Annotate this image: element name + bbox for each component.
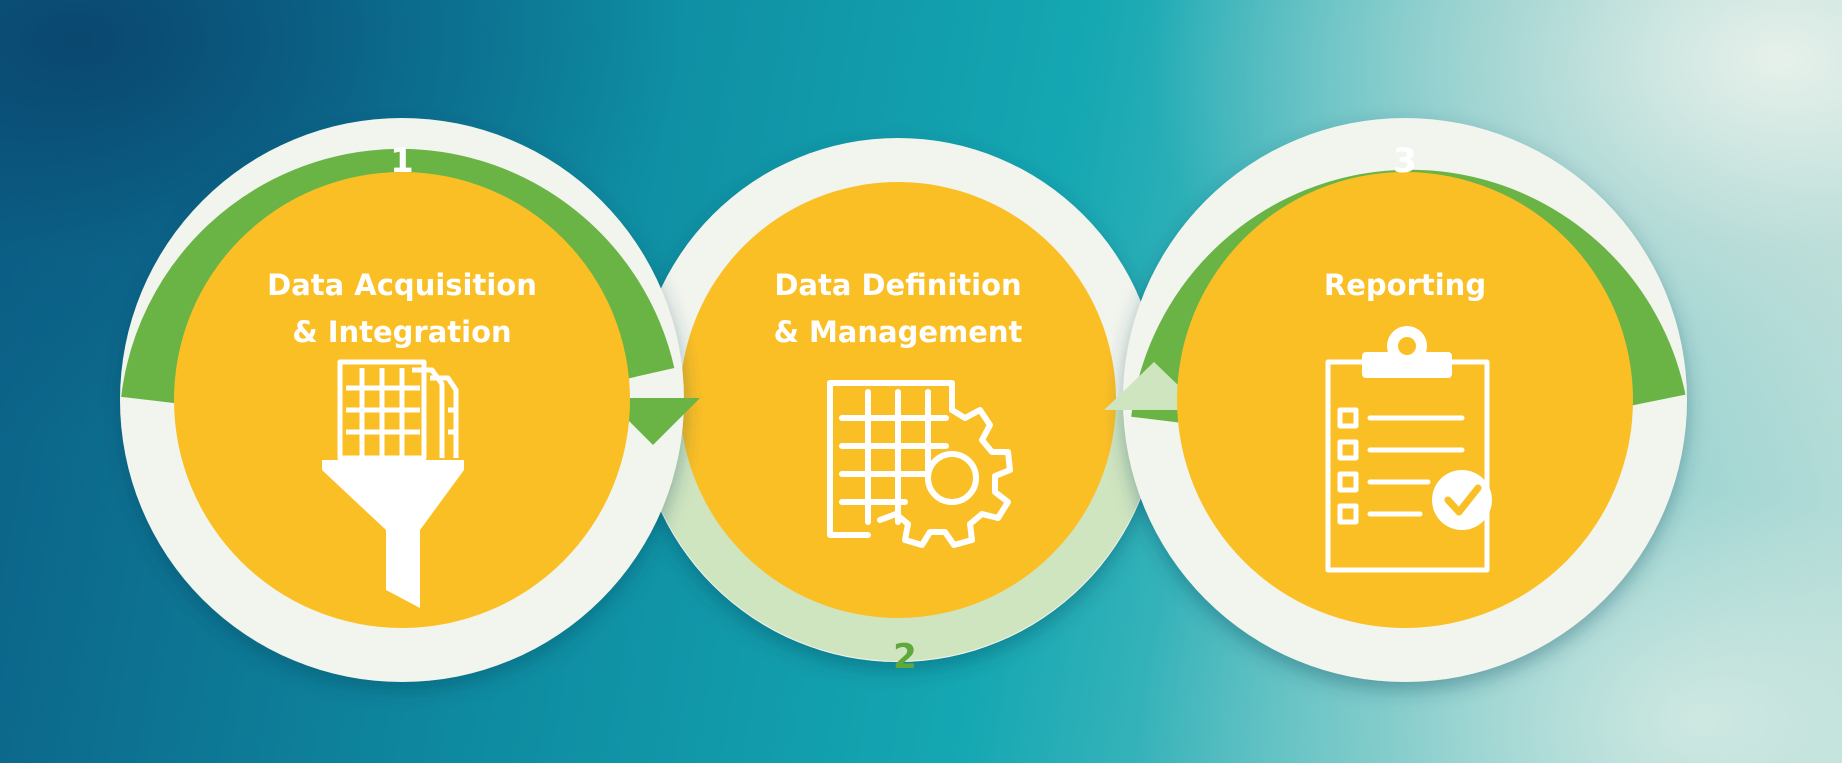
clipboard-checklist-icon	[1325, 326, 1492, 573]
funnel-spreadsheet-icon	[322, 359, 464, 608]
step-2-number: 2	[893, 637, 917, 677]
step-1: 1 Data Acquisition & Integration	[120, 118, 700, 682]
step-2-progress-arc	[637, 399, 1159, 661]
step-2-title-line2: & Management	[774, 315, 1023, 349]
step-3-inner-circle	[1177, 172, 1633, 628]
step-1-title-line1: Data Acquisition	[267, 268, 537, 302]
step-3: 3 Reporting	[1104, 118, 1687, 682]
step-2: Data Definition & Management 2	[636, 138, 1160, 677]
step-3-title-line1: Reporting	[1324, 268, 1486, 302]
spreadsheet-gear-icon	[827, 380, 1013, 548]
step-1-title-line2: & Integration	[292, 315, 511, 349]
step-1-number: 1	[390, 141, 414, 181]
step-3-number: 3	[1393, 141, 1417, 181]
step-2-title-line1: Data Definition	[774, 268, 1021, 302]
